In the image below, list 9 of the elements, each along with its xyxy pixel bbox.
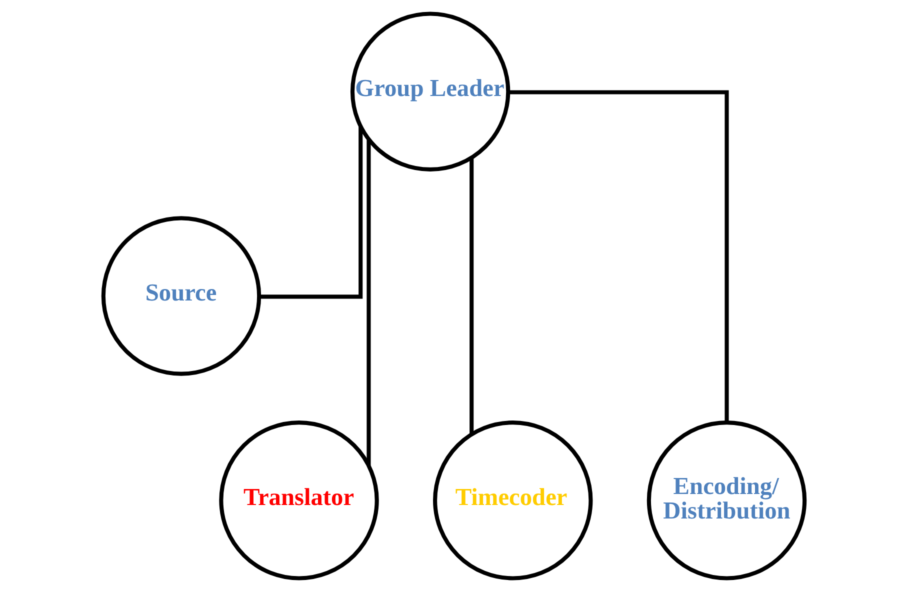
node-circle: Translator: [218, 420, 378, 580]
connector: [366, 139, 370, 466]
node-circle: Source: [100, 216, 261, 376]
connector: [469, 158, 474, 434]
connector: [508, 90, 728, 422]
node-circle: Timecoder: [432, 420, 592, 580]
node-circle: Group Leader: [350, 12, 510, 172]
connector: [258, 126, 362, 299]
node-circle: Encoding/ Distribution: [646, 420, 806, 580]
